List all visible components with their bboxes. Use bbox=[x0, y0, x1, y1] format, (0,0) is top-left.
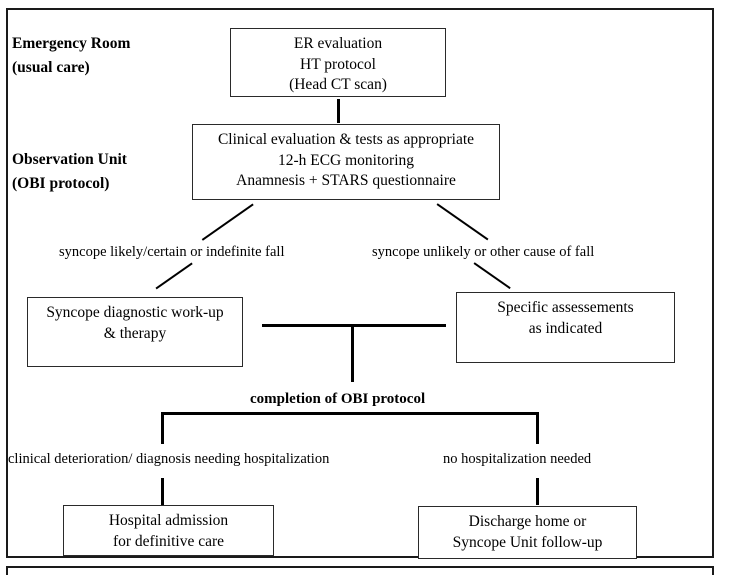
branch-label-right-lower: no hospitalization needed bbox=[443, 451, 592, 467]
box-hospital-admission: Hospital admission for definitive care bbox=[63, 505, 274, 556]
box-syncope-workup-line1: Syncope diagnostic work-up bbox=[46, 304, 224, 321]
connector-merge-stem bbox=[351, 324, 354, 382]
box-clinical-evaluation-line1: Clinical evaluation & tests as appropria… bbox=[217, 131, 475, 148]
branch-label-completion: completion of OBI protocol bbox=[250, 391, 426, 407]
box-hospital-admission-line2: for definitive care bbox=[112, 532, 225, 550]
box-discharge-home-line1: Discharge home or bbox=[468, 513, 587, 530]
outer-frame bbox=[6, 8, 714, 558]
box-clinical-evaluation: Clinical evaluation & tests as appropria… bbox=[192, 124, 500, 200]
box-clinical-evaluation-line2: 12-h ECG monitoring bbox=[277, 151, 415, 169]
box-specific-assessments-line2: as indicated bbox=[528, 319, 603, 337]
connector-split-right-drop bbox=[536, 412, 539, 444]
box-clinical-evaluation-line3: Anamnesis + STARS questionnaire bbox=[236, 172, 456, 190]
connector-merge-horizontal bbox=[262, 324, 446, 327]
stage-label-observation-unit-line1: Observation Unit bbox=[12, 151, 127, 168]
box-specific-assessments-line1: Specific assessements bbox=[497, 299, 634, 316]
box-er-evaluation-line2: HT protocol bbox=[300, 55, 376, 73]
box-syncope-workup: Syncope diagnostic work-up & therapy bbox=[27, 297, 243, 367]
stage-label-emergency-room-line2: (usual care) bbox=[12, 59, 90, 77]
box-er-evaluation: ER evaluation HT protocol (Head CT scan) bbox=[230, 28, 446, 97]
connector-to-discharge-home bbox=[536, 478, 539, 505]
connector-to-hospital-admission bbox=[161, 478, 164, 505]
outer-frame-bottom-strip bbox=[6, 566, 714, 575]
box-er-evaluation-line3: (Head CT scan) bbox=[289, 76, 387, 94]
branch-label-left-upper: syncope likely/certain or indefinite fal… bbox=[59, 244, 285, 260]
stage-label-emergency-room: Emergency Room (usual care) bbox=[12, 32, 130, 80]
branch-label-right-upper: syncope unlikely or other cause of fall bbox=[372, 244, 595, 260]
box-er-evaluation-line1: ER evaluation bbox=[293, 35, 383, 52]
stage-label-observation-unit-line2: (OBI protocol) bbox=[12, 175, 110, 193]
connector-split-left-drop bbox=[161, 412, 164, 444]
box-hospital-admission-line1: Hospital admission bbox=[108, 512, 229, 529]
branch-label-left-lower: clinical deterioration/ diagnosis needin… bbox=[8, 451, 330, 467]
box-discharge-home: Discharge home or Syncope Unit follow-up bbox=[418, 506, 637, 559]
stage-label-observation-unit: Observation Unit (OBI protocol) bbox=[12, 148, 127, 196]
box-syncope-workup-line2: & therapy bbox=[103, 324, 167, 342]
connector-er-to-clinical bbox=[337, 99, 340, 123]
stage-label-emergency-room-line1: Emergency Room bbox=[12, 35, 131, 52]
box-discharge-home-line2: Syncope Unit follow-up bbox=[452, 533, 603, 551]
connector-split-horizontal bbox=[161, 412, 539, 415]
box-specific-assessments: Specific assessements as indicated bbox=[456, 292, 675, 363]
